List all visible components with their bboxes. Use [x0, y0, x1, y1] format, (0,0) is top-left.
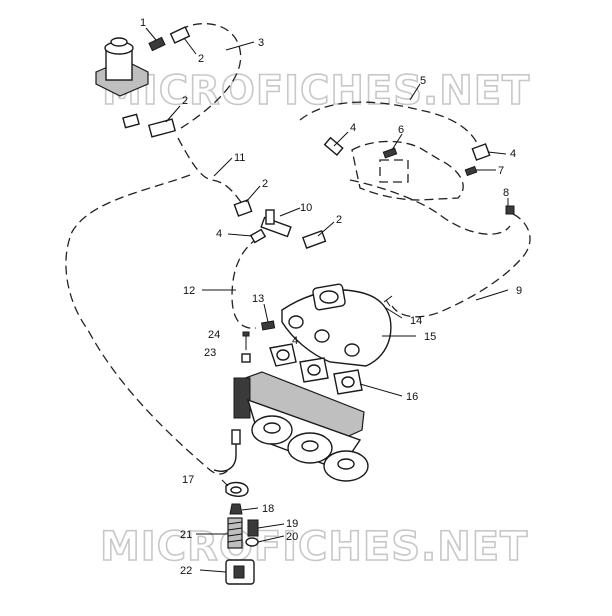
callout-2: 2	[336, 214, 342, 226]
callout-17: 17	[182, 474, 194, 486]
callout-4: 4	[216, 228, 222, 240]
hose-12-inner	[231, 237, 259, 329]
callout-4: 4	[292, 335, 298, 347]
fitting-1	[148, 36, 166, 52]
connector-2-right	[301, 229, 327, 249]
callout-7: 7	[498, 165, 504, 177]
callout-11: 11	[234, 152, 245, 164]
callout-3: 3	[258, 37, 264, 49]
exhaust-gaskets	[269, 343, 363, 395]
hose-5	[299, 101, 479, 146]
fitting-18	[229, 503, 243, 515]
callout-1: 1	[140, 17, 146, 29]
callout-5: 5	[420, 75, 426, 87]
callout-2: 2	[262, 178, 268, 190]
callout-2: 2	[182, 95, 188, 107]
callout-22: 22	[180, 565, 192, 577]
fitting-6	[382, 147, 398, 159]
reservoir	[95, 37, 149, 97]
callout-4: 4	[350, 122, 356, 134]
cylinder-head	[233, 331, 369, 482]
exhaust-manifold	[260, 283, 393, 367]
connector-2-left-b	[147, 118, 177, 138]
connector-4-mid	[249, 228, 267, 244]
lower-components	[213, 429, 259, 585]
callout-18: 18	[262, 503, 274, 515]
fitting-8	[505, 205, 515, 215]
callout-24: 24	[208, 329, 220, 341]
bolt-14	[383, 295, 393, 303]
o-ring-20	[245, 537, 259, 547]
callout-8: 8	[503, 187, 509, 199]
watermark-bottom: MICROFICHES.NET	[100, 524, 528, 570]
connector-2-top	[169, 26, 191, 44]
hose-12-outer	[65, 174, 237, 475]
leader-lines	[145, 27, 509, 573]
callout-15: 15	[424, 331, 436, 343]
hoses	[65, 23, 531, 475]
callout-16: 16	[406, 391, 418, 403]
connector-2-mid	[233, 199, 253, 217]
watermark-top: MICROFICHES.NET	[102, 68, 530, 114]
fitting-19	[247, 519, 259, 537]
hose-lower-loop	[349, 179, 511, 235]
fitting-7	[464, 165, 478, 177]
callout-19: 19	[286, 518, 298, 530]
callout-21: 21	[180, 529, 192, 541]
callout-20: 20	[286, 531, 298, 543]
callout-9: 9	[516, 285, 522, 297]
intake-housing	[351, 140, 464, 201]
connector-2-left-a	[122, 113, 140, 129]
callout-23: 23	[204, 347, 216, 359]
connector-4-right	[471, 143, 491, 161]
callout-6: 6	[398, 124, 404, 136]
callout-labels: 1 2 3 2 5 4 6 4 7 11 2 8 10 2 4 12 9 13 …	[140, 17, 522, 577]
hose-11	[177, 137, 245, 207]
callout-12: 12	[183, 285, 195, 297]
hose-3	[177, 23, 242, 131]
callout-13: 13	[252, 293, 264, 305]
fitting-13	[260, 320, 276, 331]
callout-4: 4	[510, 148, 516, 160]
callout-2: 2	[198, 53, 204, 65]
fittings	[122, 26, 515, 249]
callout-10: 10	[300, 202, 312, 214]
washer-23	[241, 353, 251, 363]
hose-9	[391, 213, 531, 318]
callout-14: 14	[410, 315, 422, 327]
